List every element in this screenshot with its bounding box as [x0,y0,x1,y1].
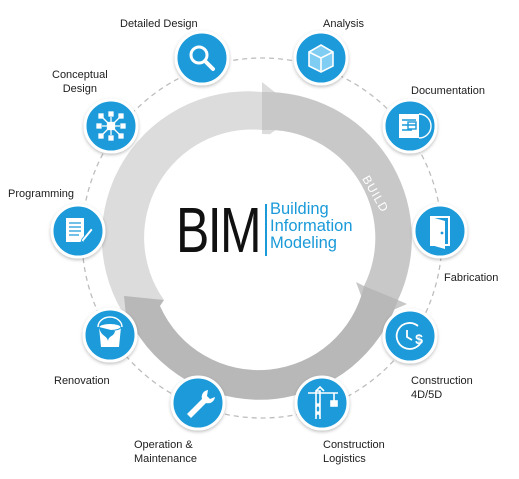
network-icon [96,111,126,141]
crane-icon [308,385,338,419]
phase-operate: OPERATE [230,346,293,360]
label-analysis: Analysis [323,18,364,30]
node-fabrication[interactable] [412,203,468,259]
door-icon [430,216,450,249]
label-documentation: Documentation [411,85,485,97]
label-programming: Programming [8,188,75,200]
label-renovation: Renovation [54,375,110,387]
design-arrow [101,82,301,330]
bim-divider [265,204,267,256]
blueprint-icon [399,113,432,139]
operate-arrow [124,286,398,400]
paint-bucket-icon [97,316,123,347]
bim-logo: BIM Building Information Modeling [176,196,366,266]
label-conceptual-design: Conceptual Design [52,69,108,95]
node-operation-maintenance[interactable] [170,375,226,431]
clock-dollar-icon: $ [395,322,423,350]
build-arrow [262,91,412,321]
cycle-ring [101,82,412,400]
label-construction-logistics: Construction Logistics [323,439,385,465]
document-pen-icon [66,218,94,243]
svg-text:$: $ [415,331,423,347]
node-construction-4d5d[interactable]: $ [382,308,438,364]
cube-icon [308,44,334,73]
wrench-icon [187,390,215,418]
label-detailed-design: Detailed Design [120,18,198,30]
node-programming[interactable] [50,203,106,259]
bim-line-building: Building [270,200,329,218]
bim-line-information: Information [270,217,353,235]
label-construction-4d5d: Construction 4D/5D [411,375,473,401]
label-operation-maintenance: Operation & Maintenance [134,439,197,465]
node-renovation[interactable] [82,307,138,363]
node-conceptual-design[interactable] [83,98,139,154]
bim-subtitle: Building Information Modeling [270,201,353,252]
node-analysis[interactable] [293,30,349,86]
label-fabrication: Fabrication [444,272,499,284]
node-documentation[interactable] [382,98,438,154]
magnifier-icon [189,45,215,71]
node-construction-logistics[interactable] [294,375,350,431]
bim-abbr: BIM [176,194,262,266]
node-detailed-design[interactable] [174,30,230,86]
bim-line-modeling: Modeling [270,234,337,252]
